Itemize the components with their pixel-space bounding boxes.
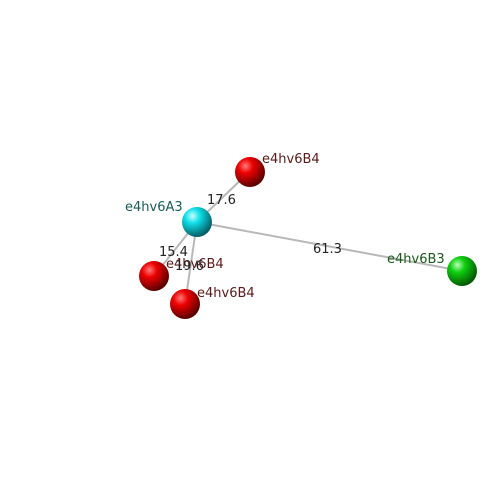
distance-label-top: 17.6 (207, 193, 236, 208)
distance-label-right: 61.3 (313, 242, 342, 257)
distance-label-bottom: 19.6 (175, 259, 204, 274)
atom-label-layer: e4hv6B4 e4hv6A3 e4hv6B4 e4hv6B4 e4hv6B3 (125, 152, 445, 301)
atom-a3[interactable] (182, 207, 212, 237)
distance-label-left: 15.4 (159, 245, 188, 260)
atom-b4-left[interactable] (139, 261, 169, 291)
atom-label-a3: e4hv6A3 (125, 200, 183, 215)
atom-layer (139, 157, 477, 319)
bond-layer (153, 171, 463, 305)
atom-label-b4-top: e4hv6B4 (262, 152, 320, 167)
atom-label-b4-left: e4hv6B4 (166, 257, 224, 272)
atom-b4-bottom[interactable] (170, 289, 200, 319)
atom-label-b4-bottom: e4hv6B4 (197, 286, 255, 301)
atom-label-b3: e4hv6B3 (387, 252, 445, 267)
bond-a3-b3 (196, 221, 463, 272)
atom-b3[interactable] (447, 256, 477, 286)
atom-b4-top[interactable] (235, 157, 265, 187)
distance-label-layer: 17.6 15.4 19.6 61.3 (159, 193, 342, 274)
